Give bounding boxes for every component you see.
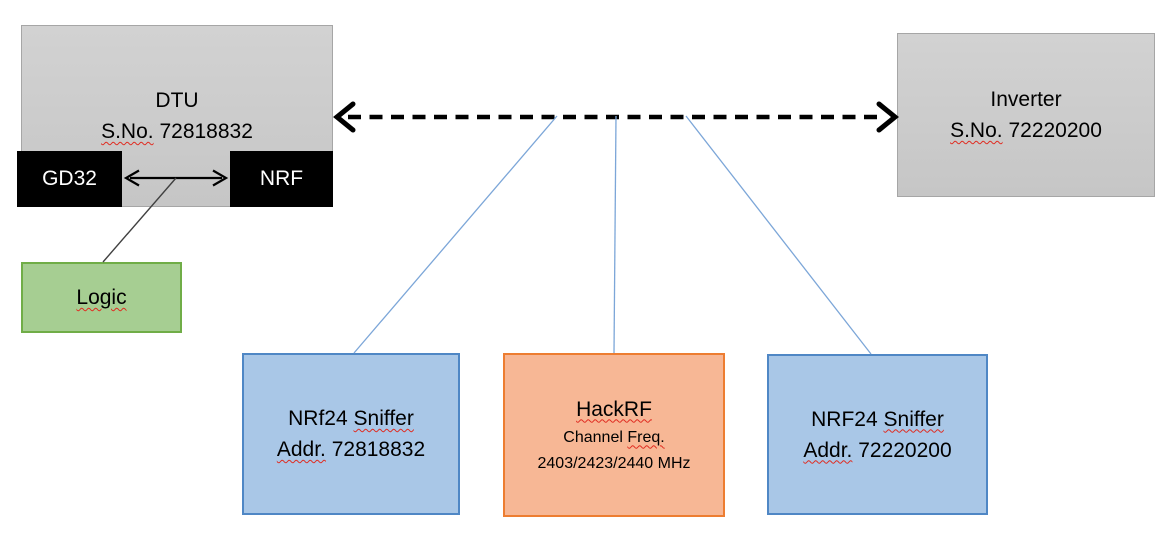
sniffer2-addr-label: Addr. [803, 438, 853, 462]
logic-label: Logic [76, 286, 127, 309]
nrf-chip: NRF [230, 151, 333, 207]
nrf-label: NRF [259, 167, 304, 190]
gd32-chip: GD32 [17, 151, 122, 207]
sniffer2-title-prefix: NRF24 [811, 407, 878, 431]
hackrf-frequencies: 2403/2423/2440 MHz [537, 454, 691, 472]
inverter-title: Inverter [990, 88, 1062, 111]
dtu-inverter-dashed-arrow [333, 101, 899, 133]
sniffer2-box: NRF24 Sniffer Addr. 72220200 [767, 354, 988, 515]
sniffer1-title-line: NRf24 Sniffer [288, 403, 414, 434]
sniffer1-title-prefix: NRf24 [288, 407, 348, 430]
inverter-box: Inverter S.No. 72220200 [897, 33, 1155, 197]
logic-label-line: Logic [76, 282, 126, 313]
hackrf-freq-word: Freq. [627, 428, 665, 446]
inverter-serial-label: S.No. [950, 119, 1003, 142]
sniffer1-addr-number: 72818832 [331, 438, 426, 461]
logic-box: Logic [21, 262, 182, 333]
sniffer1-box: NRf24 Sniffer Addr. 72818832 [242, 353, 460, 515]
dtu-serial-label: S.No. [101, 120, 154, 143]
hackrf-title: HackRF [576, 397, 652, 421]
sniffer1-addr-line: Addr. 72818832 [277, 434, 425, 465]
dtu-serial-line: S.No. 72818832 [101, 116, 253, 147]
dtu-serial-number: 72818832 [159, 120, 253, 143]
inverter-serial-number: 72220200 [1008, 119, 1102, 142]
sniffer2-title-line: NRF24 Sniffer [811, 404, 944, 435]
hackrf-title-line: HackRF [576, 394, 652, 425]
sniffer1-title-word: Sniffer [353, 407, 414, 430]
sniffer1-connector-line [353, 115, 558, 354]
dtu-title: DTU [155, 89, 199, 112]
sniffer1-addr-label: Addr. [276, 438, 326, 461]
inverter-serial-line: S.No. 72220200 [950, 115, 1102, 146]
sniffer2-title-word: Sniffer [883, 407, 944, 431]
hackrf-channel-word: Channel [563, 428, 623, 446]
gd32-label: GD32 [42, 167, 97, 190]
hackrf-channel-line: Channel Freq. [563, 425, 664, 451]
hackrf-box: HackRF Channel Freq. 2403/2423/2440 MHz [503, 353, 725, 517]
sniffer2-addr-number: 72220200 [858, 438, 952, 462]
hackrf-connector-line [613, 115, 617, 354]
sniffer2-addr-line: Addr. 72220200 [803, 435, 951, 466]
sniffer2-connector-line [685, 115, 872, 355]
